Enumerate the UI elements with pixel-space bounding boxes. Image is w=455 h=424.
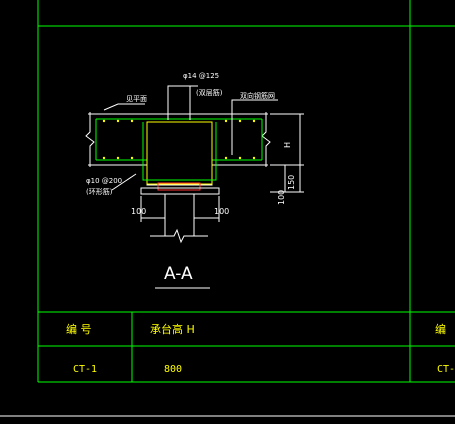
leader-face: [103, 103, 145, 111]
dim-h-label: H: [283, 142, 292, 148]
dim-100-vertical-label: 100: [277, 190, 286, 205]
leader-left-rebar: [111, 173, 137, 191]
top-rebar-sub-label: (双层筋): [196, 88, 223, 97]
table-header-number: 编 号: [66, 322, 92, 336]
slab-left-break-line: [85, 112, 95, 167]
rebar-dots: [102, 119, 256, 160]
leader-lines: [103, 85, 278, 191]
mesh-label: 双向钢筋网: [240, 91, 275, 100]
face-label: 见平面: [126, 95, 147, 103]
pile-cap: [140, 121, 220, 244]
slab-bottom-edge: [88, 164, 268, 186]
table-header-number-cut: 编: [435, 322, 446, 336]
dimension-lines: [140, 113, 304, 289]
table-cell-height: 800: [164, 364, 182, 375]
dim-150-label: 150: [287, 175, 296, 190]
left-rebar-label: φ10 @200: [86, 177, 122, 185]
leader-top-rebar-1: [167, 85, 198, 120]
table-header-cap-height: 承台高 H: [150, 322, 195, 336]
pile-break-line: [150, 228, 208, 244]
dim-100-left-label: 100: [131, 207, 146, 216]
top-rebar-label: φ14 @125: [183, 72, 219, 80]
pile-cap-outline: [146, 121, 213, 185]
slab-section: [85, 112, 271, 186]
left-rebar-sub-label: (环形筋): [86, 187, 113, 196]
section-title: A-A: [164, 264, 193, 284]
pile-top-embed: [157, 182, 201, 191]
table-cell-id-cut: CT-: [437, 364, 455, 375]
pile-cap-rebar-cage: [142, 122, 217, 181]
cushion-layer: [140, 187, 220, 195]
table-cell-id: CT-1: [73, 364, 97, 375]
dim-100-right-label: 100: [214, 207, 229, 216]
leader-mesh: [231, 99, 278, 155]
slab-right-break-line: [261, 112, 271, 167]
